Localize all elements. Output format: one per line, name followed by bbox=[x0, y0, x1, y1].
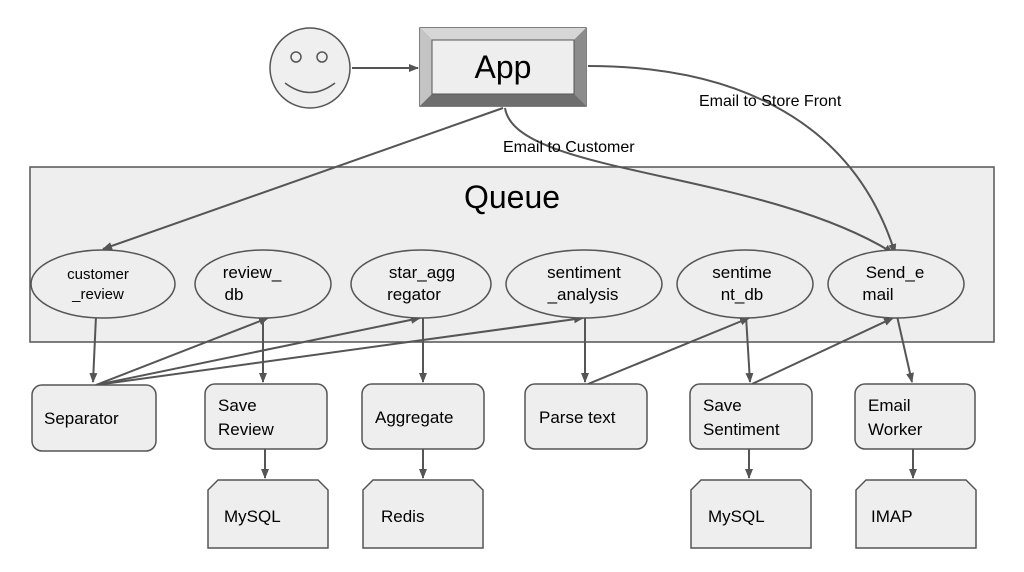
topic-label-line: Send_e bbox=[866, 263, 925, 282]
store-redis: Redis bbox=[362, 479, 484, 549]
edge-label-email-to-customer: Email to Customer bbox=[503, 139, 635, 156]
topic-label-line: sentime bbox=[712, 263, 772, 282]
worker-save-review: Save Review bbox=[204, 383, 328, 450]
topic-label-line: review_ bbox=[223, 263, 282, 282]
queue-topic-review-db: review_ db bbox=[194, 249, 332, 319]
user-smiley-icon bbox=[269, 27, 351, 109]
queue-topic-customer-review: customer _review bbox=[30, 249, 176, 319]
topic-label-line: nt_db bbox=[721, 285, 764, 304]
worker-label-line: Worker bbox=[868, 420, 923, 439]
store-imap: IMAP bbox=[855, 479, 977, 549]
store-label: Redis bbox=[381, 507, 424, 526]
worker-label-line: Save bbox=[703, 396, 742, 415]
worker-label-line: Separator bbox=[44, 409, 119, 428]
edges bbox=[89, 64, 917, 479]
worker-label-line: Sentiment bbox=[703, 420, 780, 439]
worker-label-line: Email bbox=[868, 396, 911, 415]
topic-label-line: db bbox=[225, 285, 244, 304]
edge-label-email-to-store-front: Email to Store Front bbox=[699, 93, 842, 110]
store-label: MySQL bbox=[708, 507, 765, 526]
app-label: App bbox=[475, 49, 532, 85]
topic-label-line: regator bbox=[387, 285, 441, 304]
worker-label-line: Aggregate bbox=[375, 408, 453, 427]
topic-label-line: sentiment bbox=[547, 263, 621, 282]
edge-email-to-store-front bbox=[587, 65, 897, 254]
store-mysql-sentiment: MySQL bbox=[690, 479, 812, 549]
edge-customer-review-separator bbox=[89, 315, 98, 383]
edge-email-to-customer bbox=[504, 107, 894, 254]
worker-parse-text: Parse text bbox=[524, 383, 648, 450]
queue-topic-send-email: Send_e mail bbox=[827, 249, 965, 319]
queue-container: Queue bbox=[29, 166, 995, 343]
topic-label-line: _review bbox=[71, 286, 124, 303]
worker-label-line: Parse text bbox=[539, 408, 616, 427]
topic-label-line: customer bbox=[67, 266, 129, 283]
queue-topic-sentiment-db: sentime nt_db bbox=[676, 249, 814, 319]
worker-email-worker: Email Worker bbox=[854, 383, 976, 450]
queue-topic-sentiment-analysis: sentiment _analysis bbox=[505, 249, 663, 319]
topic-label-line: mail bbox=[862, 285, 893, 304]
edge-separator-star-aggregator bbox=[95, 315, 421, 386]
queue-topic-star-aggregator: star_agg regator bbox=[350, 249, 492, 319]
store-label: IMAP bbox=[871, 507, 913, 526]
edge-separator-review-db bbox=[95, 317, 269, 386]
worker-separator: Separator bbox=[31, 384, 157, 452]
edge-app-customer-review bbox=[102, 107, 504, 250]
edge-separator-sentiment-analysis bbox=[95, 315, 584, 386]
worker-aggregate: Aggregate bbox=[361, 383, 485, 450]
worker-label-line: Save bbox=[218, 396, 257, 415]
store-label: MySQL bbox=[224, 507, 281, 526]
topic-label-line: _analysis bbox=[547, 285, 619, 304]
edge-send-email-email-worker bbox=[896, 315, 914, 383]
edge-sentiment-db-save-sentiment bbox=[745, 315, 754, 383]
store-mysql-reviews: MySQL bbox=[207, 479, 329, 549]
edge-parse-text-sentiment-db bbox=[587, 317, 750, 385]
topic-label-line: star_agg bbox=[389, 263, 455, 282]
app-box: App bbox=[419, 27, 587, 107]
queue-title: Queue bbox=[464, 179, 560, 215]
worker-save-sentiment: Save Sentiment bbox=[689, 383, 813, 450]
worker-label-line: Review bbox=[218, 420, 274, 439]
edge-save-sentiment-send-email bbox=[751, 317, 894, 385]
